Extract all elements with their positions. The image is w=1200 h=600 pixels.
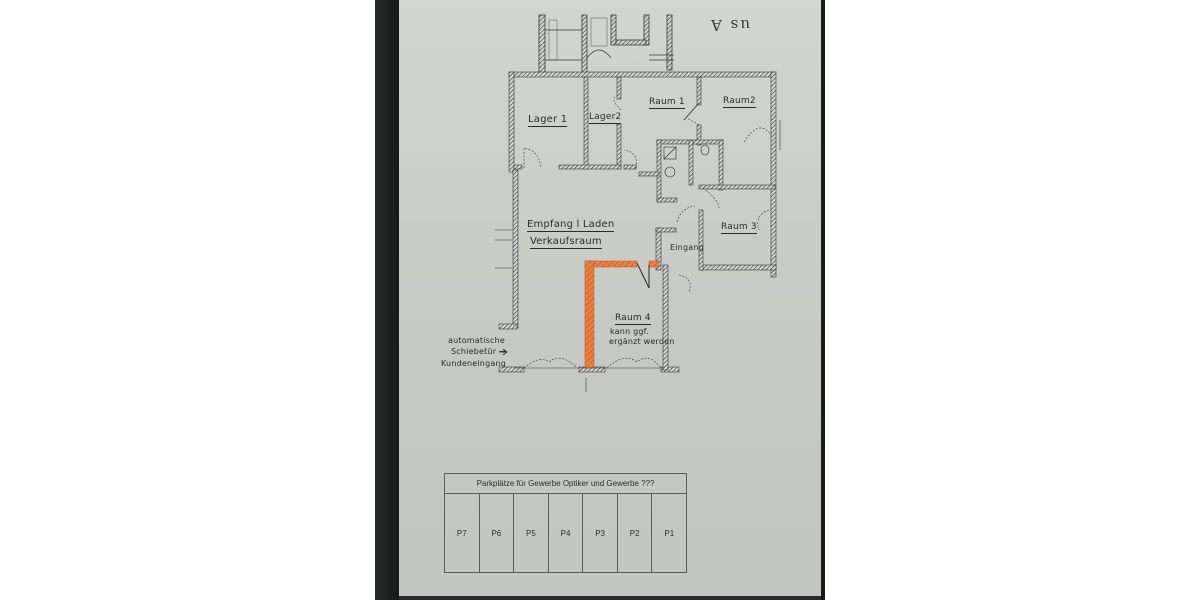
parking-spot: P2 <box>618 494 653 572</box>
paper-bottom-shadow <box>399 596 821 600</box>
parking-spot: P4 <box>549 494 584 572</box>
parking-spot: P5 <box>514 494 549 572</box>
room-label-eingang: Eingang <box>670 243 704 252</box>
dark-background-edge-right <box>820 0 825 600</box>
room-note-raum4-line1: kann ggf. <box>610 327 649 336</box>
parking-spot: P1 <box>664 528 675 538</box>
parking-table-title: Parkplätze für Gewerbe Optiker und Gewer… <box>445 474 686 494</box>
entrance-annotation-line1: automatische <box>448 336 506 345</box>
parking-spot: P3 <box>583 494 618 572</box>
room-label-lager1: Lager 1 <box>528 114 568 127</box>
room-note-raum4-line2: ergänzt werden <box>609 337 675 346</box>
parking-spot: P7 <box>445 494 480 572</box>
room-label-raum2: Raum2 <box>723 96 756 108</box>
room-label-lager2: Lager2 <box>589 112 622 124</box>
entrance-annotation-line3: Kundeneingang <box>441 359 507 368</box>
floor-plan-drawing <box>495 14 781 392</box>
room-label-raum4: Raum 4 <box>615 313 651 325</box>
room-label-raum3: Raum 3 <box>721 222 757 234</box>
paper-sheet: us A <box>399 0 821 600</box>
parking-table: Parkplätze für Gewerbe Optiker und Gewer… <box>444 473 687 573</box>
room-label-raum1: Raum 1 <box>649 97 685 109</box>
room-label-verkaufsraum: Verkaufsraum <box>530 236 602 249</box>
dark-background-edge-left <box>375 0 400 600</box>
parking-spot: P6 <box>480 494 515 572</box>
room-label-empfang: Empfang l Laden <box>527 219 615 232</box>
parking-spots-row: P7 P6 P5 P4 P3 P2 P1 <box>445 494 686 572</box>
entrance-annotation-line2: Schiebetür → <box>451 347 506 356</box>
